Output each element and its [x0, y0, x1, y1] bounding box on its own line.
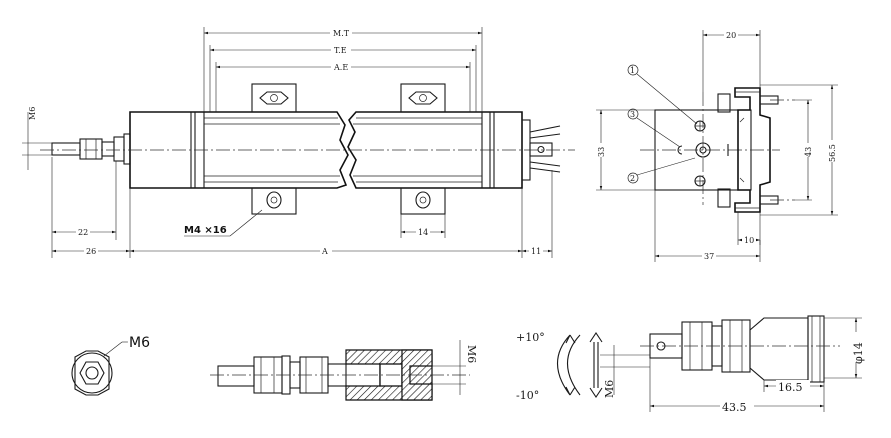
dia-14-label: φ14 — [852, 342, 865, 364]
dim-43-5-label: 43.5 — [722, 401, 747, 414]
m6-side-label: M6 — [28, 107, 37, 120]
dim-10-label: 10 — [744, 236, 754, 245]
mt-label: M.T — [333, 29, 350, 38]
bracket-bottom-right — [400, 187, 446, 215]
angle-plus-label: +10° — [516, 331, 545, 344]
dim-22-label: 22 — [78, 228, 88, 237]
dim-56-5-label: 56.5 — [828, 144, 837, 162]
main-side-view: M6 — [22, 27, 575, 258]
dim-20-label: 20 — [726, 31, 736, 40]
te-label: T.E — [334, 46, 347, 55]
callout-2: 2 — [630, 174, 635, 183]
dim-37-label: 37 — [704, 252, 714, 261]
screw-label: M4 ×16 — [184, 225, 227, 236]
rod-end — [51, 133, 131, 165]
dim-33-label: 33 — [597, 147, 606, 157]
joint-m6-label: M6 — [465, 345, 478, 363]
dim-11-label: 11 — [531, 247, 541, 256]
dim-16-5-label: 16.5 — [778, 381, 803, 394]
nut-m6-label: M6 — [129, 335, 150, 351]
bracket-bottom-left — [251, 187, 297, 215]
pivot-detail: +10° -10° M6 φ14 16.5 — [516, 315, 865, 414]
dim-43-label: 43 — [804, 147, 813, 157]
dim-26-label: 26 — [86, 247, 96, 256]
pivot-m6-label: M6 — [603, 380, 616, 398]
end-view: 1 3 2 20 33 43 56.5 10 — [596, 30, 838, 262]
ae-label: A.E — [333, 63, 348, 72]
angle-minus-label: -10° — [516, 389, 539, 402]
callout-3: 3 — [630, 110, 635, 119]
bracket-top-right — [400, 83, 446, 113]
rod-joint-section: M6 — [210, 340, 478, 401]
callout-1: 1 — [630, 66, 635, 75]
dim-14-label: 14 — [418, 228, 428, 237]
hex-nut-detail: M6 — [71, 335, 150, 396]
bracket-top-left — [251, 83, 297, 113]
dim-a-label: A — [321, 247, 328, 256]
